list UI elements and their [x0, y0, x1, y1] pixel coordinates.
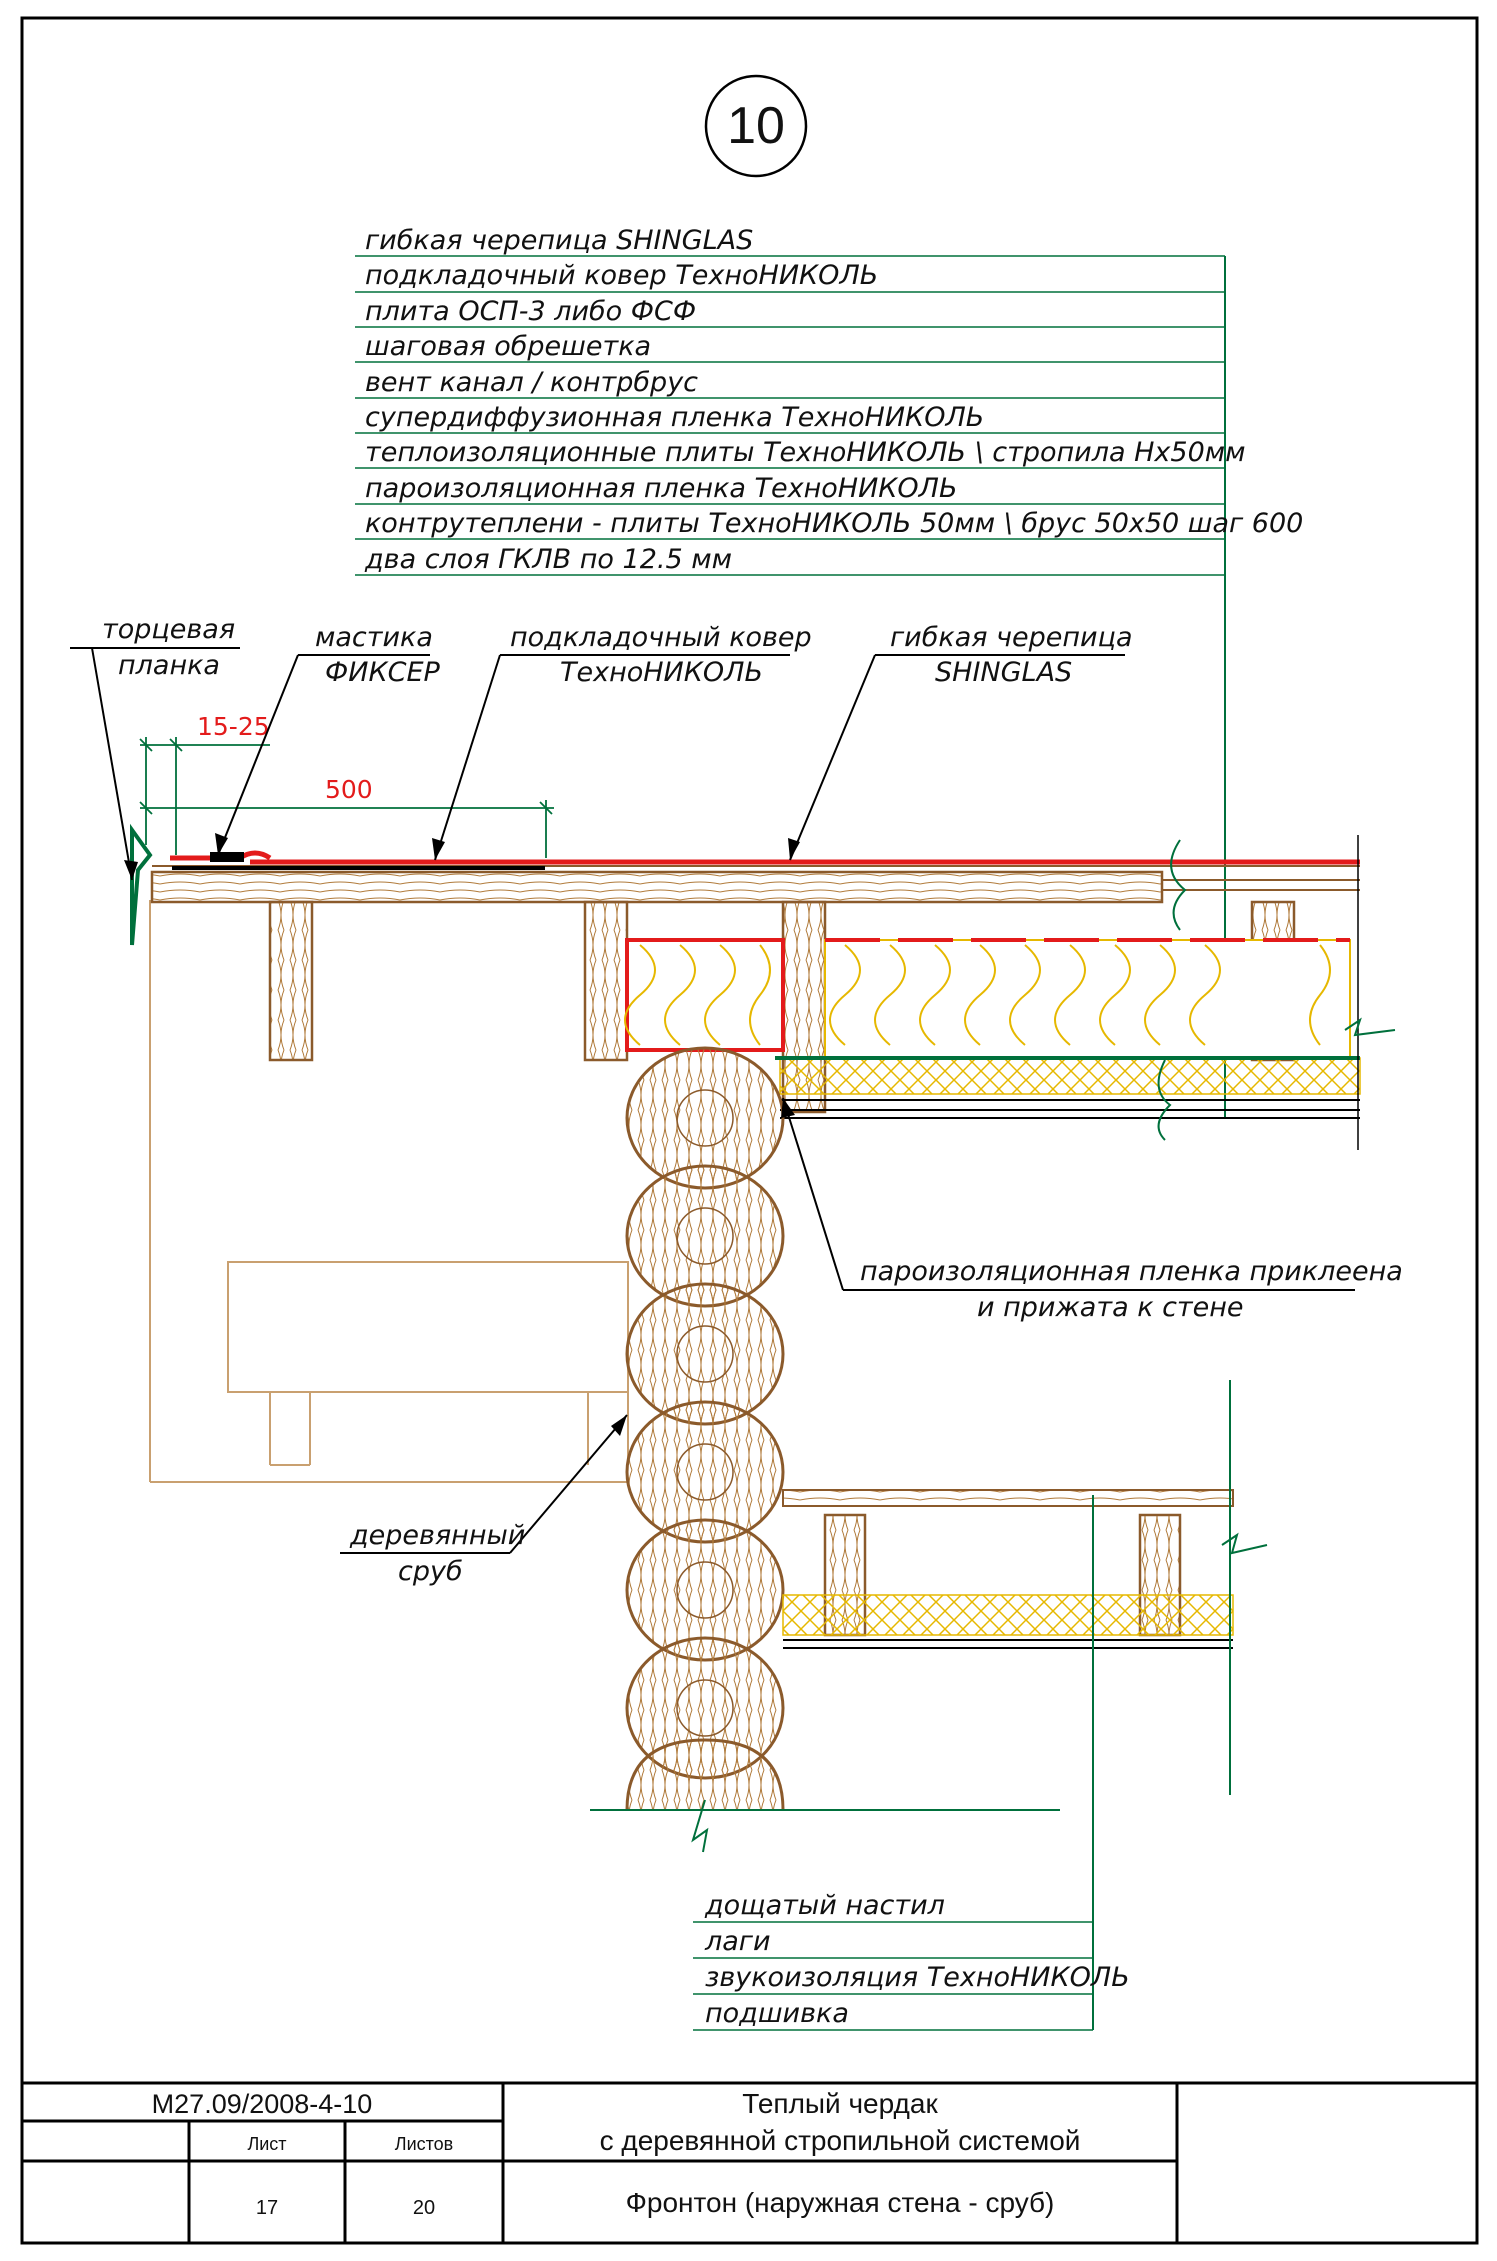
- drawing-subtitle: Фронтон (наружная стена - сруб): [626, 2187, 1055, 2218]
- roof-insulation: [624, 938, 1351, 1059]
- roof-layer-label: пароизоляционная пленка ТехноНИКОЛЬ: [365, 473, 958, 504]
- callout-shingles: гибкая черепица: [890, 622, 1133, 653]
- dimensions: 15-25 500: [139, 712, 554, 858]
- floor-layer-label: лаги: [704, 1926, 771, 1957]
- log-wall: [625, 1046, 785, 1811]
- callout-vapor-barrier: пароизоляционная пленка приклеена: [860, 1256, 1403, 1287]
- title-line-1: Теплый чердак: [742, 2088, 938, 2119]
- callout-underlay: подкладочный ковер: [510, 622, 812, 653]
- roof-layer-label: подкладочный ковер ТехноНИКОЛЬ: [365, 260, 878, 291]
- callout-log-wall: сруб: [398, 1556, 463, 1587]
- callout-vapor-barrier: и прижата к стене: [977, 1292, 1244, 1323]
- roof-layer-label: гибкая черепица SHINGLAS: [365, 225, 753, 256]
- sheets-label: Листов: [395, 2134, 453, 2154]
- roof-deck: [150, 865, 1360, 904]
- callout-end-plank: торцевая: [102, 614, 235, 645]
- roof-layer-label: контрутеплени - плиты ТехноНИКОЛЬ 50мм \…: [365, 508, 1303, 539]
- gable-outline: [149, 900, 629, 1483]
- detail-number-marker: 10: [704, 74, 808, 178]
- dimension-overlap: 15-25: [197, 712, 270, 741]
- title-block: [22, 2081, 1477, 2243]
- callout-arrowheads: [124, 833, 800, 1436]
- callout-underlay: ТехноНИКОЛЬ: [560, 657, 763, 688]
- callout-mastic: ФИКСЕР: [325, 657, 441, 688]
- floor-layers-legend: дощатый настил лаги звукоизоляция ТехноН…: [693, 1495, 1130, 2031]
- sheet-label: Лист: [247, 2134, 286, 2154]
- sheets-total: 20: [413, 2197, 435, 2219]
- roof-layer-label: вент канал / контрбрус: [365, 367, 698, 398]
- roof-layer-label: два слоя ГКЛВ по 12.5 мм: [364, 544, 732, 575]
- roof-layer-label: плита ОСП-3 либо ФСФ: [365, 296, 696, 327]
- ceiling-layers: [775, 835, 1396, 1150]
- roof-layer-label: шаговая обрешетка: [365, 331, 651, 362]
- drawing-code: М27.09/2008-4-10: [152, 2089, 373, 2119]
- roof-layer-label: супердиффузионная пленка ТехноНИКОЛЬ: [365, 402, 984, 433]
- callout-log-wall: деревянный: [349, 1520, 525, 1551]
- floor-layer-label: подшивка: [705, 1998, 849, 2029]
- break-line: [1170, 839, 1187, 931]
- callout-mastic: мастика: [315, 622, 433, 653]
- callouts: [70, 647, 1355, 1554]
- title-line-2: с деревянной стропильной системой: [600, 2125, 1081, 2156]
- callout-end-plank: планка: [118, 650, 220, 681]
- detail-number: 10: [727, 97, 785, 155]
- floor-layer-label: дощатый настил: [704, 1890, 945, 1921]
- sheet-frame: [20, 16, 1479, 2245]
- callout-shingles: SHINGLAS: [935, 657, 1072, 688]
- floor-structure: [590, 1380, 1268, 1853]
- shingles-layer: [170, 850, 1360, 870]
- floor-layer-label: звукоизоляция ТехноНИКОЛЬ: [705, 1962, 1130, 1993]
- roof-layers-legend: гибкая черепица SHINGLAS подкладочный ко…: [355, 225, 1303, 1118]
- end-plank: [130, 823, 153, 946]
- sheet-number: 17: [256, 2197, 278, 2219]
- dimension-underlay-width: 500: [325, 775, 373, 804]
- roof-layer-label: теплоизоляционные плиты ТехноНИКОЛЬ \ ст…: [365, 437, 1246, 468]
